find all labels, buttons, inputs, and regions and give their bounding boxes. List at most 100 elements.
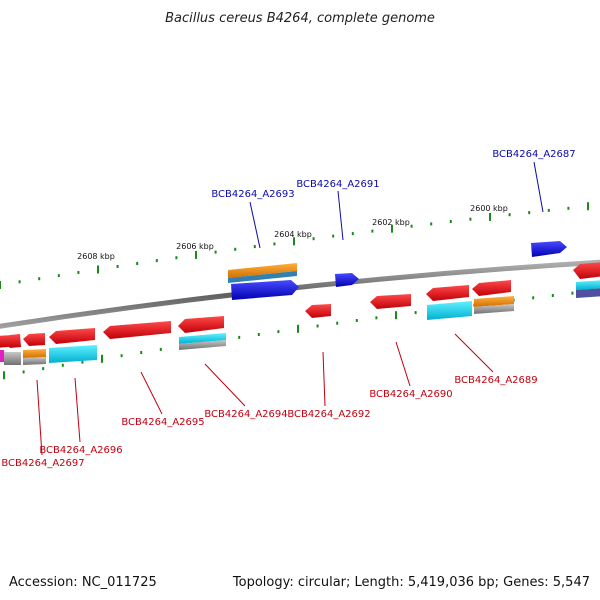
forward-minor-tick — [430, 222, 433, 226]
reverse-minor-tick — [238, 335, 241, 339]
forward-minor-tick — [371, 229, 374, 233]
gene-bcb4264-a2695[interactable] — [103, 321, 171, 339]
reverse-minor-tick — [336, 321, 339, 325]
leader-a2693 — [249, 201, 261, 249]
forward-minor-tick — [18, 280, 21, 284]
reverse-minor-tick — [120, 354, 123, 358]
forward-major-tick — [0, 281, 1, 289]
reverse-minor-tick — [22, 370, 25, 374]
label-a2692: BCB4264_A2692 — [287, 409, 370, 420]
reverse-major-tick — [297, 324, 299, 333]
forward-major-tick — [97, 265, 99, 274]
cds-feature-cyan-c[interactable] — [427, 301, 472, 320]
reverse-major-tick — [395, 311, 397, 320]
gene-bcb4264-a2687[interactable] — [531, 241, 567, 257]
cds-feature-purple[interactable] — [576, 288, 600, 298]
gene-fragment-a[interactable] — [4, 334, 21, 348]
gene-bcb4264-a2694[interactable] — [178, 316, 224, 333]
forward-minor-tick — [38, 277, 41, 281]
reverse-minor-tick — [414, 311, 417, 315]
cds-feature-cyan-a[interactable] — [49, 345, 97, 363]
leader-a2692 — [322, 351, 326, 407]
leader-a2689 — [454, 333, 494, 373]
forward-major-tick — [195, 250, 197, 259]
reverse-genes — [0, 262, 600, 348]
leader-a2695 — [140, 371, 163, 415]
topology-summary: Topology: circular; Length: 5,419,036 bp… — [232, 575, 590, 590]
leader-a2696 — [74, 377, 81, 443]
forward-minor-tick — [312, 237, 315, 241]
map-title: Bacillus cereus B4264, complete genome — [165, 11, 435, 26]
reverse-minor-tick — [159, 347, 162, 351]
forward-minor-tick — [508, 213, 511, 217]
forward-cds-features — [228, 263, 297, 283]
label-a2695: BCB4264_A2695 — [121, 417, 204, 428]
label-a2689: BCB4264_A2689 — [454, 375, 537, 386]
gene-bcb4264-a2697[interactable] — [23, 333, 45, 346]
reverse-minor-tick — [355, 319, 358, 322]
gene-bcb4264-a2690[interactable] — [370, 294, 411, 309]
reverse-minor-tick — [61, 363, 64, 367]
reverse-minor-tick — [532, 296, 535, 300]
reverse-cds-features — [0, 280, 600, 365]
label-a2691: BCB4264_A2691 — [296, 179, 379, 190]
gene-right-edge[interactable] — [573, 262, 600, 279]
forward-minor-tick — [57, 274, 60, 278]
forward-label-leaders — [249, 161, 544, 249]
reverse-minor-tick — [571, 291, 574, 295]
leader-a2690 — [395, 341, 411, 387]
cds-feature-cyan-d[interactable] — [576, 280, 600, 290]
reverse-major-tick — [3, 371, 5, 380]
forward-major-tick — [587, 202, 589, 211]
forward-minor-tick — [253, 245, 256, 249]
label-a2694: BCB4264_A2694 — [204, 409, 287, 420]
label-a2693: BCB4264_A2693 — [211, 189, 294, 200]
ruler-label-2602: 2602 kbp — [372, 218, 410, 227]
gene-fragment-b[interactable] — [426, 285, 469, 301]
forward-tick-track — [0, 202, 589, 289]
cds-feature-gray-a[interactable] — [4, 352, 21, 365]
forward-minor-tick — [155, 259, 158, 263]
cds-feature-cyan-b[interactable] — [179, 333, 226, 344]
forward-minor-tick — [567, 206, 570, 210]
reverse-minor-tick — [42, 367, 45, 371]
cds-feature-blue-band[interactable] — [228, 271, 297, 283]
cds-feature-orange[interactable] — [228, 263, 297, 278]
forward-major-tick — [489, 213, 491, 221]
forward-minor-tick — [214, 250, 217, 254]
reverse-minor-tick — [140, 351, 143, 354]
cds-feature-magenta[interactable] — [0, 350, 4, 362]
gene-bcb4264-a2693[interactable] — [231, 280, 299, 300]
forward-minor-tick — [351, 232, 354, 236]
label-a2696: BCB4264_A2696 — [39, 445, 122, 456]
reverse-major-tick — [101, 354, 103, 363]
reverse-minor-tick — [277, 330, 280, 334]
forward-minor-tick — [234, 247, 237, 251]
forward-genes — [231, 241, 567, 300]
label-a2690: BCB4264_A2690 — [369, 389, 452, 400]
gene-bcb4264-a2691[interactable] — [335, 273, 359, 287]
label-a2687: BCB4264_A2687 — [492, 149, 575, 160]
forward-minor-tick — [469, 217, 472, 221]
forward-major-tick — [391, 224, 393, 233]
cds-feature-gray-b[interactable] — [23, 357, 46, 365]
label-a2697: BCB4264_A2697 — [1, 458, 84, 469]
forward-minor-tick — [528, 211, 531, 215]
leader-a2694 — [204, 363, 246, 407]
cds-feature-gray-d[interactable] — [474, 304, 514, 314]
forward-major-tick — [293, 237, 295, 246]
accession-text: Accession: NC_011725 — [9, 575, 157, 590]
gene-bcb4264-a2696[interactable] — [49, 328, 95, 344]
gene-bcb4264-a2692[interactable] — [305, 304, 331, 318]
cds-feature-orange-a[interactable] — [23, 349, 46, 358]
ruler-label-2606: 2606 kbp — [176, 242, 214, 251]
ruler-label-2604: 2604 kbp — [274, 230, 312, 239]
cds-feature-gray-c[interactable] — [179, 340, 226, 350]
genome-backbone — [0, 259, 600, 329]
forward-minor-tick — [547, 208, 550, 212]
cds-feature-orange-b[interactable] — [474, 296, 514, 307]
gene-bcb4264-a2689[interactable] — [472, 280, 511, 296]
reverse-minor-tick — [375, 316, 378, 320]
reverse-label-leaders — [36, 333, 494, 456]
ruler-label-2608: 2608 kbp — [77, 252, 115, 261]
